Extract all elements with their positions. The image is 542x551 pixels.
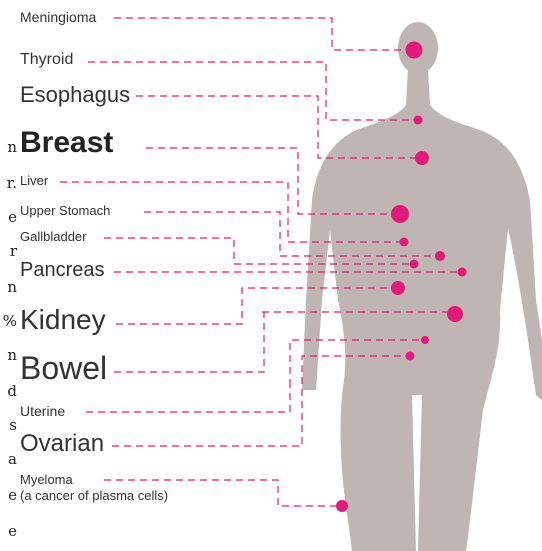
- marker-bowel: [447, 306, 463, 322]
- marker-myeloma: [336, 500, 348, 512]
- label-thyroid: Thyroid: [20, 52, 73, 68]
- label-esophagus: Esophagus: [20, 84, 130, 106]
- label-myeloma: Myeloma (a cancer of plasma cells): [20, 472, 168, 505]
- label-liver: Liver: [20, 174, 48, 187]
- leader-line-thyroid: [88, 62, 418, 120]
- leader-line-meningioma: [114, 18, 414, 50]
- label-kidney: Kidney: [20, 306, 106, 334]
- label-pancreas: Pancreas: [20, 260, 105, 280]
- marker-uterine: [421, 336, 429, 344]
- marker-kidney: [391, 281, 405, 295]
- label-upper-stomach: Upper Stomach: [20, 204, 110, 217]
- label-gallbladder: Gallbladder: [20, 230, 87, 243]
- label-bowel: Bowel: [20, 352, 107, 384]
- marker-thyroid: [414, 116, 423, 125]
- label-uterine: Uterine: [20, 404, 65, 418]
- marker-upper-stomach: [435, 251, 445, 261]
- marker-pancreas: [458, 268, 467, 277]
- body-silhouette: [302, 22, 542, 551]
- marker-meningioma: [406, 42, 423, 59]
- label-myeloma-subtext: (a cancer of plasma cells): [20, 488, 168, 504]
- marker-ovarian: [406, 352, 415, 361]
- marker-breast: [391, 205, 409, 223]
- label-myeloma-title: Myeloma: [20, 472, 168, 488]
- marker-gallbladder: [410, 260, 419, 269]
- label-meningioma: Meningioma: [20, 10, 96, 24]
- leader-line-uterine: [86, 386, 290, 412]
- marker-liver: [400, 238, 409, 247]
- leader-line-bowel: [114, 312, 264, 372]
- marker-esophagus: [415, 151, 429, 165]
- label-breast: Breast: [20, 128, 113, 158]
- label-ovarian: Ovarian: [20, 432, 104, 456]
- torso-shape: [302, 70, 542, 551]
